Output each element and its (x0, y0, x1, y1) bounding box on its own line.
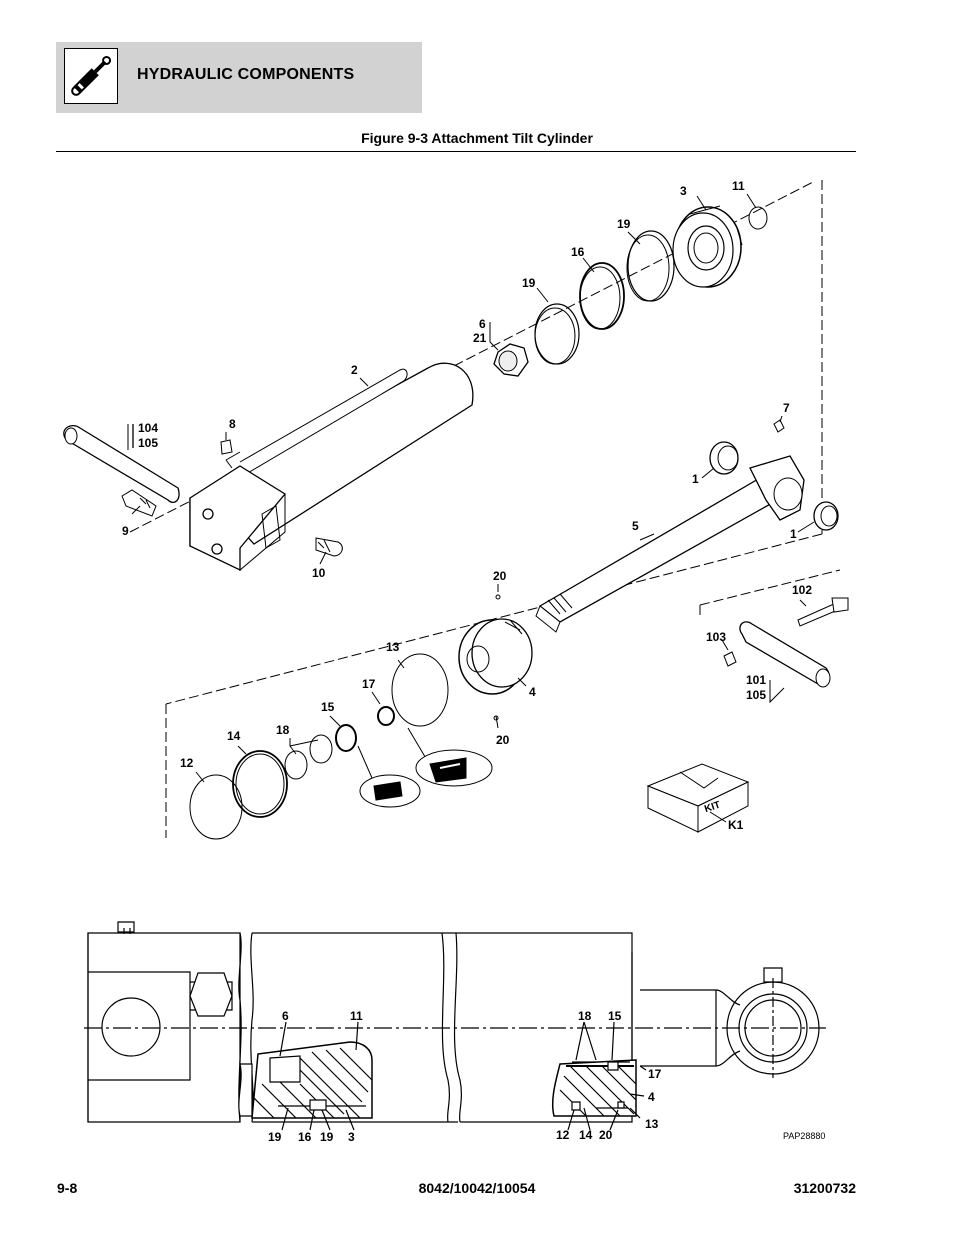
section-callout-6: 6 (282, 1009, 289, 1023)
section-callout-19: 19 (320, 1130, 334, 1144)
figure-title: Figure 9-3 Attachment Tilt Cylinder (361, 130, 593, 146)
callout-20: 20 (496, 733, 510, 747)
callout-16: 16 (571, 245, 585, 259)
section-callout-20: 20 (599, 1128, 613, 1142)
section-callout-16: 16 (298, 1130, 312, 1144)
callout-2: 2 (351, 363, 358, 377)
section-callout-11: 11 (350, 1009, 363, 1023)
section-callout-19: 19 (268, 1130, 282, 1144)
callout-19: 19 (522, 276, 536, 290)
callout-14: 14 (227, 729, 241, 743)
callout-10: 10 (312, 566, 326, 580)
callout-11: 11 (732, 179, 745, 193)
callout-4: 4 (529, 685, 536, 699)
callout-103: 103 (706, 630, 726, 644)
callout-17: 17 (362, 677, 376, 691)
section-callout-12: 12 (556, 1128, 570, 1142)
callout-5: 5 (632, 519, 639, 533)
callout-8: 8 (229, 417, 236, 431)
section-callouts: 6 11 18 15 17 4 13 19 16 19 3 12 14 20 (268, 1009, 662, 1144)
callout-9: 9 (122, 524, 129, 538)
callout-18: 18 (276, 723, 290, 737)
callout-12: 12 (180, 756, 194, 770)
callout-1: 1 (790, 527, 797, 541)
callout-101: 101 (746, 673, 766, 687)
callout-3: 3 (680, 184, 687, 198)
section-callout-4: 4 (648, 1090, 655, 1104)
callout-21: 21 (473, 331, 487, 345)
callout-104: 104 (138, 421, 158, 435)
callout-105: 105 (138, 436, 158, 450)
callout-15: 15 (321, 700, 335, 714)
callout-1: 1 (692, 472, 699, 486)
callout-102: 102 (792, 583, 812, 597)
section-callout-18: 18 (578, 1009, 592, 1023)
section-callout-15: 15 (608, 1009, 622, 1023)
section-callout-13: 13 (645, 1117, 659, 1131)
callout-13: 13 (386, 640, 400, 654)
page-number: 9-8 (57, 1180, 78, 1196)
callout-20: 20 (493, 569, 507, 583)
document-number: 31200732 (793, 1180, 856, 1196)
section-view (84, 921, 826, 1131)
kit-label: KIT (703, 800, 722, 815)
model-numbers: 8042/10042/10054 (418, 1180, 536, 1196)
callout-6: 6 (479, 317, 486, 331)
drawing-code: PAP28880 (783, 1131, 825, 1141)
section-callout-3: 3 (348, 1130, 355, 1144)
section-callout-17: 17 (648, 1067, 662, 1081)
exploded-callouts: 3 11 19 16 19 6 21 2 104 105 8 9 10 7 1 … (122, 179, 812, 832)
section-title: HYDRAULIC COMPONENTS (137, 66, 355, 83)
section-callout-14: 14 (579, 1128, 593, 1142)
head-part-3 (672, 205, 743, 288)
hydraulic-cylinder-icon (64, 48, 118, 104)
callout-k1: K1 (728, 818, 744, 832)
callout-7: 7 (783, 401, 790, 415)
callout-19: 19 (617, 217, 631, 231)
callout-105: 105 (746, 688, 766, 702)
title-rule (56, 151, 856, 152)
